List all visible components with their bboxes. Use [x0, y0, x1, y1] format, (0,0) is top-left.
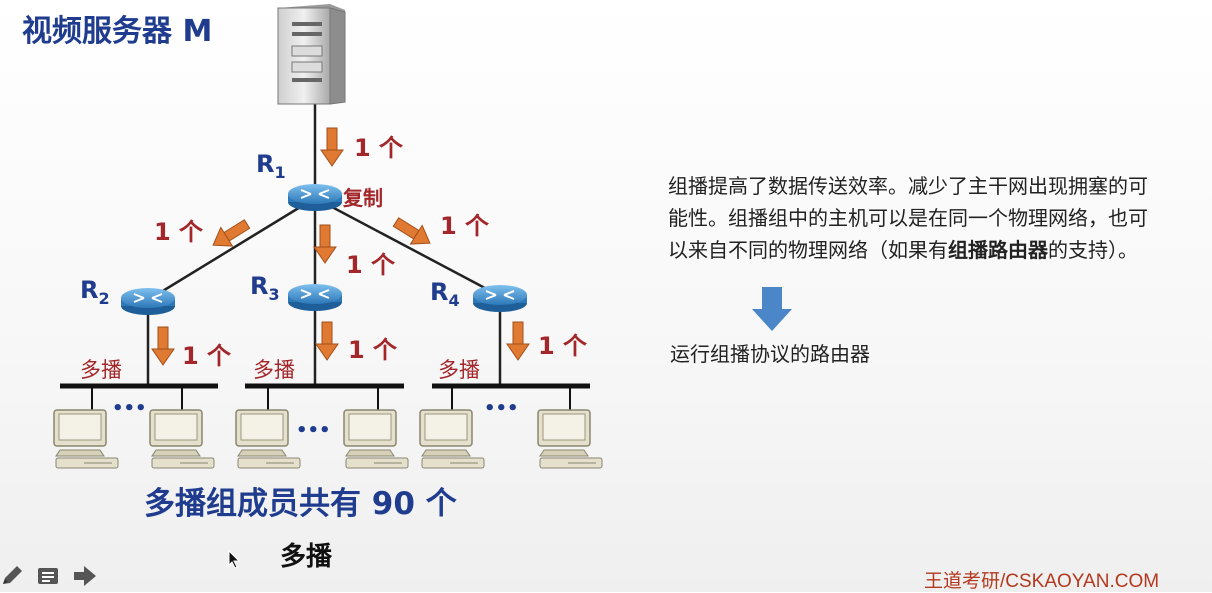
computer-icon — [149, 409, 215, 469]
count-label: 1 个 — [440, 212, 490, 240]
multicast-diagram — [53, 4, 603, 469]
notes-icon[interactable] — [36, 564, 62, 588]
server-icon — [277, 4, 346, 105]
pen-icon[interactable] — [0, 564, 26, 588]
count-label: 1 个 — [348, 336, 398, 364]
ellipsis: ••• — [112, 398, 147, 419]
computer-icon — [53, 409, 119, 469]
page-title: 视频服务器 M — [22, 14, 213, 49]
arrow-r1-r2-icon — [212, 219, 251, 247]
arrow-r4-lan-icon — [506, 321, 530, 361]
down-arrow-icon — [752, 287, 792, 331]
count-label: 1 个 — [346, 251, 396, 279]
count-label: 1 个 — [182, 342, 232, 370]
computer-icon — [537, 409, 603, 469]
computer-icon — [343, 409, 409, 469]
arrow-server-r1-icon — [320, 127, 344, 167]
multicast-label: 多播 — [80, 358, 122, 382]
arrow-r3-lan-icon — [315, 321, 339, 361]
computer-icon — [235, 409, 301, 469]
count-label: 1 个 — [538, 332, 588, 360]
ellipsis: ••• — [296, 420, 331, 441]
brand-watermark: 王道考研/CSKAOYAN.COM — [924, 571, 1160, 592]
arrow-r1-r4-icon — [392, 217, 431, 245]
count-label: 1 个 — [154, 218, 204, 246]
members-count-text: 多播组成员共有 90 个 — [144, 486, 457, 522]
count-label: 1 个 — [354, 134, 404, 162]
router-r4-icon — [472, 284, 528, 313]
diagram-caption: 多播 — [280, 542, 333, 572]
lan-buses — [60, 383, 590, 410]
ellipsis: ••• — [484, 398, 519, 419]
router-label-r2: R2 — [80, 276, 110, 308]
router-r2-icon — [120, 287, 176, 316]
copy-label: 复制 — [343, 186, 383, 210]
mouse-cursor-icon — [228, 550, 241, 569]
router-label-r1: R1 — [256, 150, 286, 182]
router-r3-icon — [287, 283, 343, 312]
router-r1-icon — [287, 183, 343, 212]
arrow-r1-r3-icon — [313, 224, 337, 264]
multicast-label: 多播 — [438, 358, 480, 382]
arrow-r2-lan-icon — [151, 326, 175, 366]
multicast-label: 多播 — [253, 358, 295, 382]
router-label-r4: R4 — [430, 278, 460, 310]
description-text: 组播提高了数据传送效率。减少了主干网出现拥塞的可能性。组播组中的主机可以是在同一… — [668, 174, 1148, 262]
router-description: 运行组播协议的路由器 — [670, 342, 870, 366]
router-label-r3: R3 — [250, 272, 280, 304]
slide-toolbar — [0, 564, 98, 588]
arrow-right-icon[interactable] — [72, 564, 98, 588]
computer-icon — [419, 409, 485, 469]
description-highlight: 组播路由器 — [948, 238, 1048, 262]
